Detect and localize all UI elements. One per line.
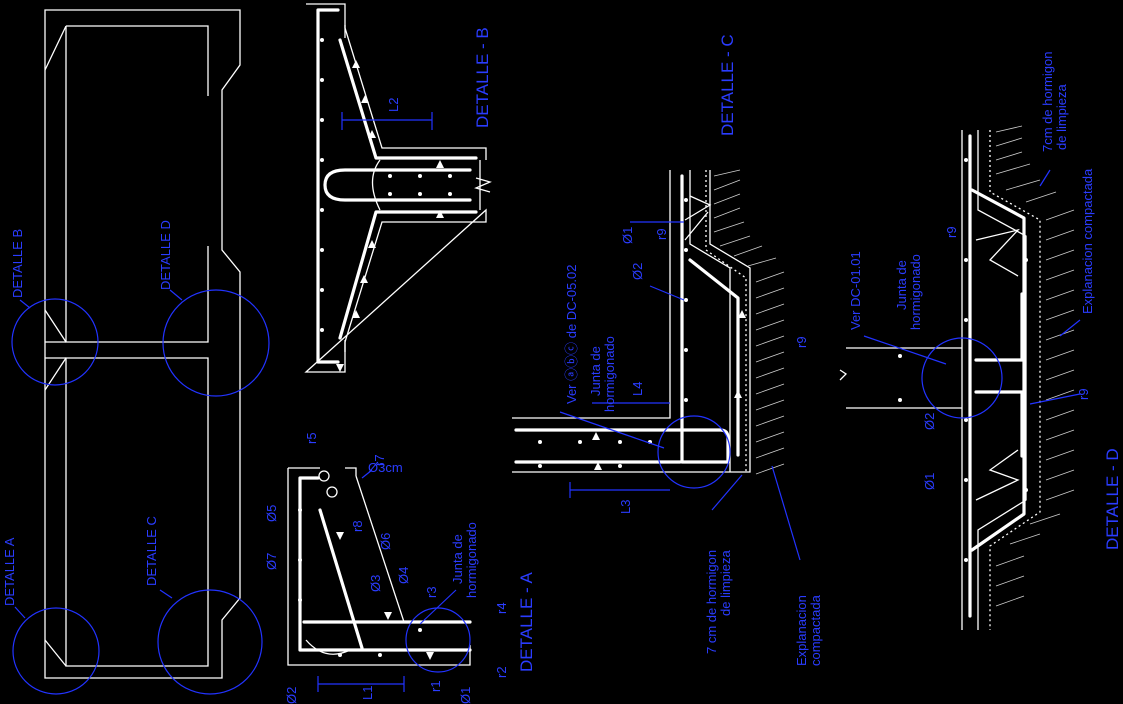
sym-a-r5: r5: [304, 432, 319, 444]
sym-c-r9: r9: [654, 228, 669, 240]
note-junta-c-1: Junta de: [588, 346, 603, 396]
note-explan-c-1: Explanacion: [794, 595, 809, 666]
sym-a-phi7: Ø7: [264, 553, 279, 570]
sym-a-phi2: Ø2: [284, 687, 299, 704]
sym-c-phi1: Ø1: [620, 227, 635, 244]
note-diam-3cm: Ø3cm: [368, 460, 403, 475]
sym-a-phi4: Ø4: [396, 567, 411, 584]
soil-hatch-d: [995, 125, 1075, 607]
note-junta-c-2: hormigonado: [602, 336, 617, 412]
note-ver-d: Ver DC-01.01: [848, 251, 863, 330]
title-detalle-d: DETALLE - D: [1103, 448, 1122, 550]
detail-b: L2 DETALLE - B: [304, 3, 492, 373]
note-junta-a-2: hormigonado: [464, 522, 479, 598]
note-junta-d-1: Junta de: [894, 260, 909, 310]
sym-a-r4: r4: [494, 602, 509, 614]
sym-a-phi1: Ø1: [458, 687, 473, 704]
plan-label-detalle-b: DETALLE B: [10, 229, 25, 298]
note-limpieza-d-2: de limpieza: [1054, 83, 1069, 150]
sym-a-phi5: Ø5: [264, 505, 279, 522]
sym-a-phi3: Ø3: [368, 575, 383, 592]
detail-a-circle[interactable]: [12, 607, 100, 695]
dim-L3: L3: [618, 500, 633, 514]
note-limpieza-d-1: 7cm de hormigon: [1040, 52, 1055, 152]
sym-a-r8: r8: [350, 520, 365, 532]
dim-L2: L2: [386, 98, 401, 112]
sym-a-r3: r3: [424, 586, 439, 598]
sym-d-r9b: r9: [1076, 388, 1091, 400]
note-junta-d-2: hormigonado: [908, 254, 923, 330]
dim-L1: L1: [360, 686, 375, 700]
sym-d-phi2: Ø2: [922, 413, 937, 430]
plan-label-detalle-c: DETALLE C: [144, 516, 159, 586]
sym-a-r7: r7: [372, 454, 387, 466]
detail-c: L3 L4 DETALLE - C Ver ⓐⓑⓒ de DC-05.02 Ju…: [512, 34, 823, 666]
note-limpieza-c-1: 7 cm de hormigon: [704, 550, 719, 654]
sym-d-r9: r9: [944, 226, 959, 238]
detail-d: DETALLE - D Ver DC-01.01 Junta de hormig…: [839, 52, 1122, 630]
detail-b-circle[interactable]: [11, 298, 99, 386]
note-limpieza-c-2: de limpieza: [718, 549, 733, 616]
plan-label-detalle-a: DETALLE A: [2, 537, 17, 606]
dim-L4: L4: [630, 382, 645, 396]
sym-a-r2: r2: [494, 666, 509, 678]
soil-hatch-c: [713, 169, 785, 475]
title-detalle-a: DETALLE - A: [517, 572, 536, 672]
sym-c-r9b: r9: [794, 336, 809, 348]
sym-a-phi6: Ø6: [378, 533, 393, 550]
title-detalle-b: DETALLE - B: [473, 27, 492, 128]
detail-c-circle[interactable]: [157, 589, 263, 695]
sym-d-phi1: Ø1: [922, 473, 937, 490]
sym-a-r1: r1: [428, 680, 443, 692]
detail-d-circle[interactable]: [162, 289, 270, 397]
plan-label-detalle-d: DETALLE D: [158, 220, 173, 290]
note-explan-d: Explanacion compactada: [1080, 168, 1095, 314]
detail-a: L1 DETALLE - A Ø3cm Junta de hormigonado…: [264, 432, 536, 704]
note-explan-c-2: compactada: [808, 594, 823, 666]
note-ver-c: Ver ⓐⓑⓒ de DC-05.02: [564, 265, 579, 404]
sym-c-phi2: Ø2: [630, 263, 645, 280]
title-detalle-c: DETALLE - C: [718, 34, 737, 136]
note-junta-a-1: Junta de: [450, 534, 465, 584]
plan-view: DETALLE B DETALLE D DETALLE A DETALLE C: [2, 9, 270, 695]
